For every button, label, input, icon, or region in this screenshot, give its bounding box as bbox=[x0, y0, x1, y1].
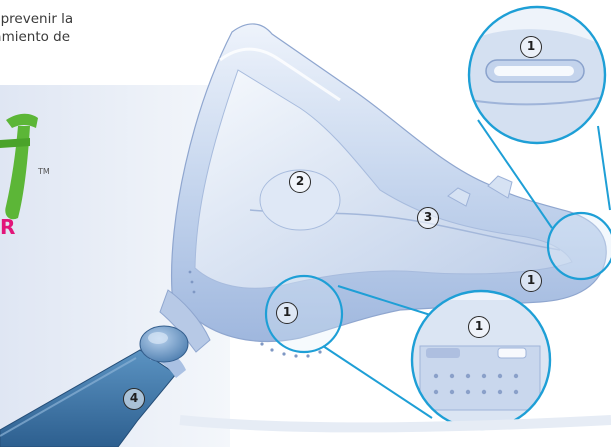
callout-1-right: 1 bbox=[520, 270, 542, 292]
intro-text: e prevenir la tamiento de bbox=[0, 10, 120, 46]
floor-shadow bbox=[180, 420, 611, 428]
callout-4: 4 bbox=[123, 388, 145, 410]
detail-spot-right bbox=[548, 213, 611, 279]
trademark-mark: TM bbox=[38, 167, 50, 176]
intro-line-2: tamiento de bbox=[0, 28, 120, 46]
zoom-detail-bottom bbox=[412, 291, 552, 440]
zoom-detail-top bbox=[469, 7, 610, 150]
callout-3: 3 bbox=[417, 207, 439, 229]
brand-letter: R bbox=[0, 215, 15, 239]
intro-line-1: e prevenir la bbox=[0, 10, 120, 28]
callout-1-bottom: 1 bbox=[468, 316, 490, 338]
handle-knob bbox=[140, 326, 188, 362]
callout-1-front: 1 bbox=[276, 302, 298, 324]
callout-2: 2 bbox=[289, 171, 311, 193]
callout-1-top: 1 bbox=[520, 36, 542, 58]
